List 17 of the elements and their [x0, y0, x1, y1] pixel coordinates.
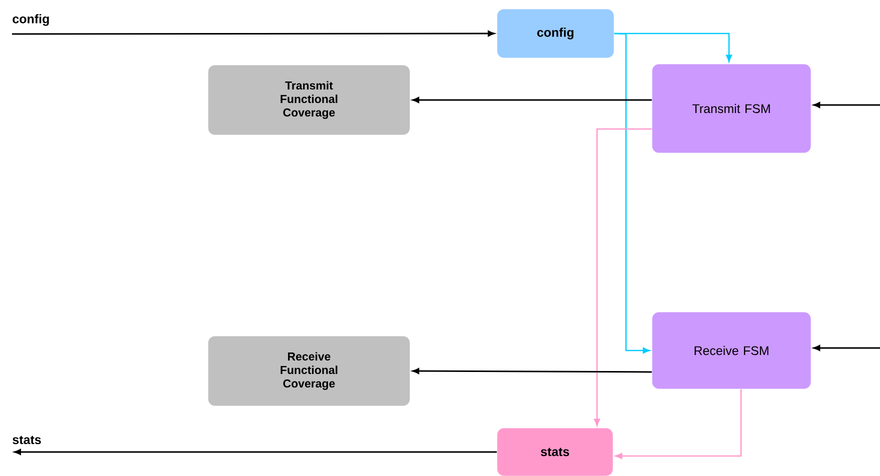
process-box: Transmit Functional Coverage: [208, 64, 410, 136]
arrow: [14, 449, 497, 455]
arrow: [594, 128, 652, 426]
arrow: [813, 102, 880, 108]
process-box: Transmit FSM: [652, 64, 812, 154]
arrow: [813, 345, 880, 351]
arrow: [412, 97, 652, 103]
arrow: [412, 368, 652, 374]
arrow: [12, 30, 495, 36]
process-box: config: [496, 8, 614, 58]
process-box: Receive FSM: [652, 312, 812, 390]
process-box: stats: [496, 428, 614, 476]
process-box: Receive Functional Coverage: [208, 336, 410, 406]
edge-label: config: [12, 14, 49, 26]
edge-label: stats: [12, 436, 41, 444]
arrow: [614, 32, 650, 354]
arrow: [615, 389, 742, 459]
